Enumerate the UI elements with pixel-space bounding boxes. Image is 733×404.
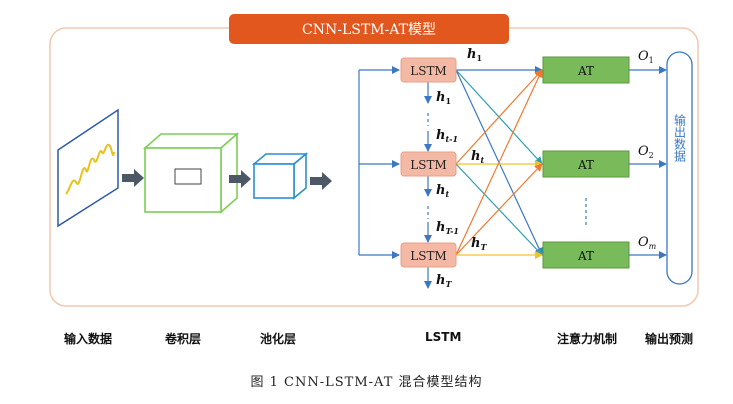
at-node-2: AT [542, 150, 630, 178]
output-data-box-label: 输出数据 [673, 113, 687, 163]
lstm-node-t-label: LSTM [410, 158, 446, 172]
output-data-box [666, 51, 693, 285]
arrow-pool-to-lstm [310, 172, 332, 190]
conv-kernel [174, 168, 202, 185]
bottom-label-conv: 卷积层 [165, 332, 202, 346]
bottom-label-lstm: LSTM [425, 330, 462, 344]
at-node-m-label: AT [577, 249, 594, 263]
label-hT-right: hT [471, 236, 487, 252]
at-node-m: AT [542, 241, 630, 269]
arrow-input-to-conv [122, 169, 144, 187]
output-label-1: O1 [638, 49, 654, 65]
conv-layer-cube [142, 132, 240, 214]
lstm-node-T: LSTM [400, 242, 457, 268]
label-hT1-down: hT-1 [436, 220, 459, 236]
at-node-1-label: AT [577, 64, 594, 78]
bottom-label-pool: 池化层 [260, 332, 297, 346]
lstm-node-T-label: LSTM [410, 249, 446, 263]
lstm-node-1: LSTM [400, 57, 457, 83]
arrow-conv-to-pool [229, 170, 251, 188]
lstm-input-lines [358, 66, 400, 259]
lstm-node-t: LSTM [400, 151, 457, 177]
title-text: CNN-LSTM-AT模型 [302, 22, 436, 38]
lstm-node-1-label: LSTM [410, 64, 446, 78]
at-to-output-arrows [629, 66, 667, 259]
label-hT-down: hT [436, 273, 452, 289]
label-ht1-down: ht-1 [436, 128, 458, 144]
figure-caption: 图 1 CNN-LSTM-AT 混合模型结构 [250, 375, 483, 390]
label-ht-right: ht [471, 149, 484, 165]
label-ht-down: ht [436, 183, 449, 199]
bottom-label-attention: 注意力机制 [557, 332, 618, 346]
label-h1-right: h1 [467, 47, 482, 63]
pool-layer-cube [251, 152, 309, 200]
title-banner [229, 14, 509, 44]
output-label-m: Om [638, 235, 657, 251]
output-label-2: O2 [638, 144, 654, 160]
input-signal-curve [65, 143, 115, 195]
bottom-label-input: 输入数据 [64, 332, 113, 346]
at-node-2-label: AT [577, 158, 594, 172]
bottom-label-output: 输出预测 [645, 332, 694, 346]
at-node-1: AT [542, 56, 630, 84]
lstm-to-at-connections [455, 66, 543, 259]
label-h1-down: h1 [436, 90, 451, 106]
